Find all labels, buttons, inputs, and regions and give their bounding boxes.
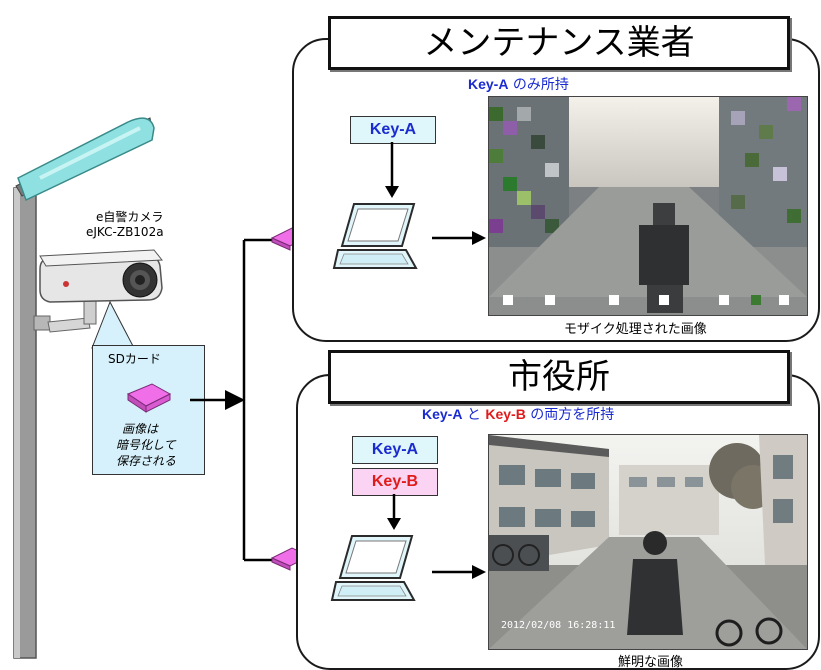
maintenance-key-note-key: Key-A [468,76,509,92]
sd-desc-line2: 暗号化して [116,438,176,452]
city-office-key-note: Key-A と Key-B の両方を所持 [422,404,614,424]
camera-name-line2: eJKC-ZB102a [86,225,164,239]
maintenance-key-a-box: Key-A [350,116,436,144]
city-key-note-and: と [462,407,486,423]
city-key-b-box: Key-B [352,468,438,496]
clear-image-caption: 鮮明な画像 [618,655,684,670]
city-key-note-a: Key-A [422,406,463,422]
camera-name-line1: e自警カメラ [96,210,164,224]
clear-image-timestamp: 2012/02/08 16:28:11 [501,620,615,631]
city-right-arrow [432,565,486,579]
city-laptop-icon [330,535,416,601]
clear-image-render: 2012/02/08 16:28:11 [489,435,807,649]
maintenance-right-arrow [432,231,486,245]
city-key-a-box: Key-A [352,436,438,464]
sd-card-icon [126,383,172,413]
maintenance-laptop-icon [332,203,418,269]
maintenance-key-note-text: のみ所持 [508,77,569,93]
city-office-title: 市役所 [328,350,790,404]
city-key-note-text: の両方を所持 [525,407,615,423]
maintenance-key-note: Key-A のみ所持 [468,74,569,94]
security-camera [33,249,163,333]
mosaic-image-render [489,97,807,315]
city-down-arrow [387,494,401,530]
sd-desc-line1: 画像は [122,422,159,436]
maintenance-down-arrow [385,142,399,198]
sd-desc-line3: 保存される [116,454,177,468]
sd-card-title: SDカード [108,352,161,366]
city-key-note-b: Key-B [485,406,526,422]
clear-image: 2012/02/08 16:28:11 [488,434,808,650]
maintenance-title: メンテナンス業者 [328,16,790,70]
street-lamp-pole [13,117,155,659]
mosaic-image-caption: モザイク処理された画像 [564,322,707,337]
mosaic-image [488,96,808,316]
